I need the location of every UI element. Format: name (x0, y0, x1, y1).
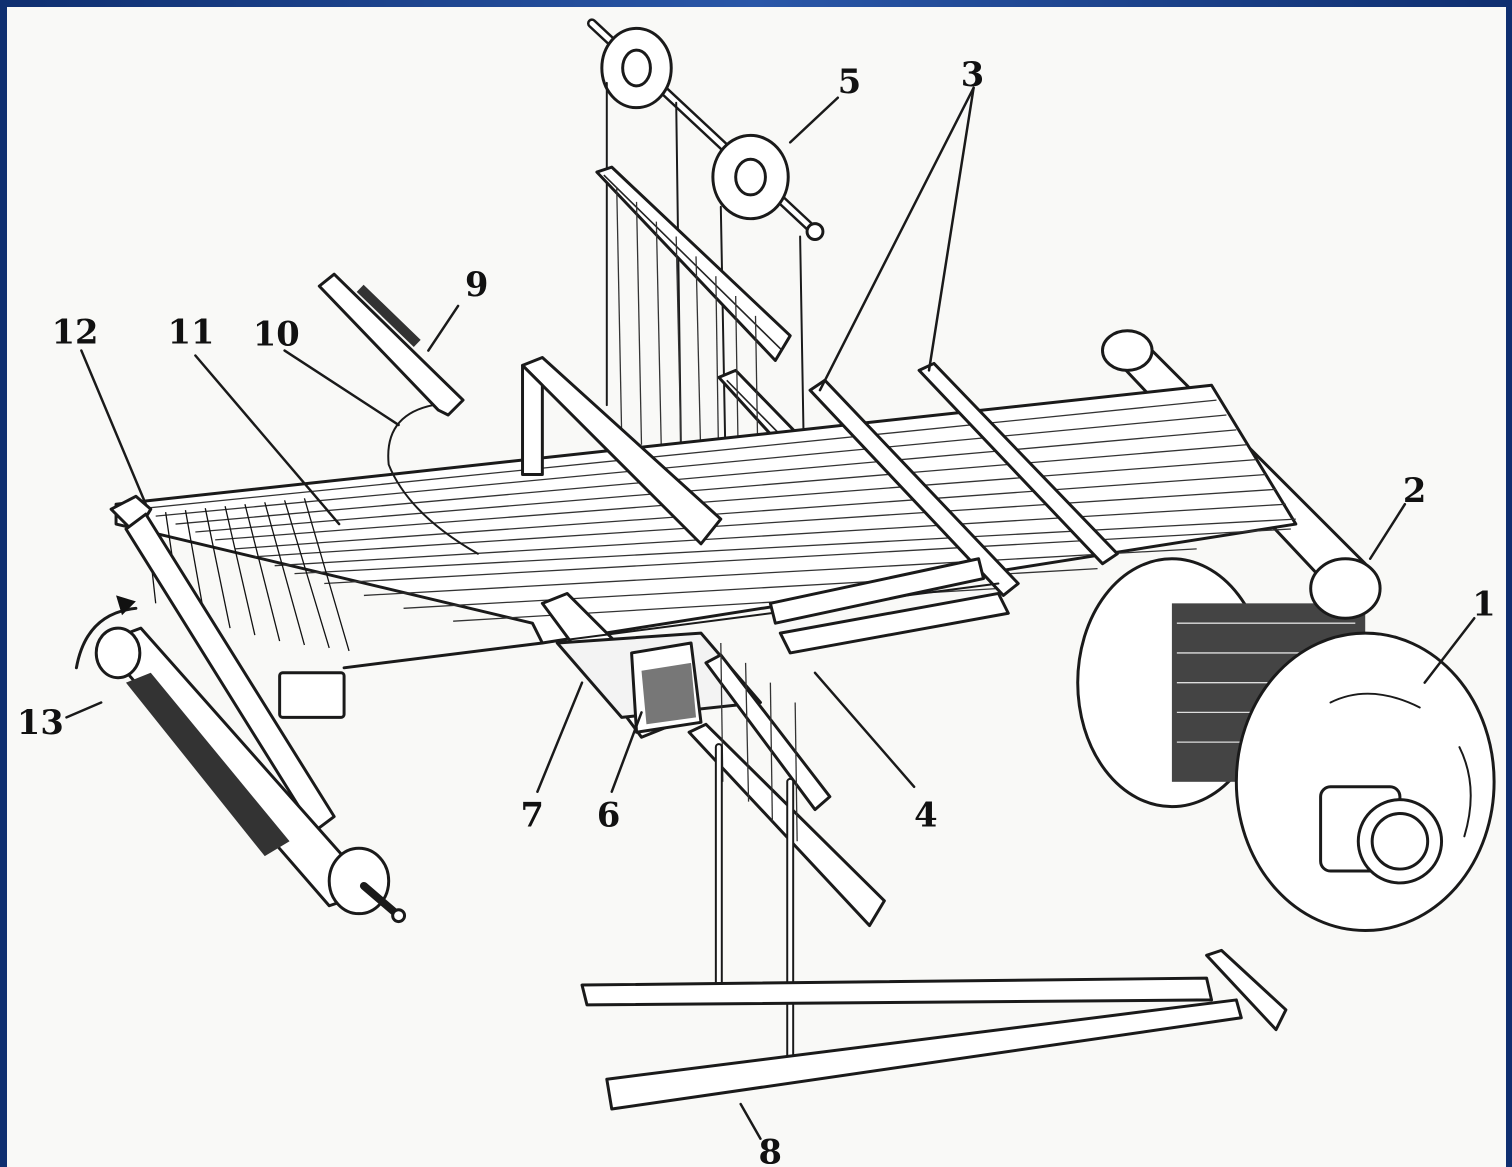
shuttle (317, 272, 479, 555)
label-5: 5 (838, 61, 861, 101)
breast-beam (109, 494, 1010, 833)
label-11: 11 (168, 312, 215, 352)
diagram-labels: 1 2 3 4 5 6 7 8 9 10 11 12 13 (17, 54, 1496, 1167)
label-13: 13 (17, 702, 64, 742)
shuttle-race (630, 641, 703, 734)
label-12: 12 (52, 312, 99, 352)
warp-beam (1076, 557, 1496, 933)
label-8: 8 (758, 1132, 781, 1167)
cloth-beam (74, 595, 407, 924)
label-7: 7 (521, 794, 544, 834)
lease-rods (808, 361, 1119, 597)
label-1: 1 (1472, 583, 1495, 623)
leader-lines (65, 86, 1476, 1140)
heddle-pulley-assembly (586, 18, 825, 526)
label-3: 3 (961, 54, 984, 94)
label-10: 10 (253, 314, 300, 354)
loom-diagram: 1 2 3 4 5 6 7 8 9 10 11 12 13 (17, 18, 1496, 1167)
label-4: 4 (914, 794, 937, 834)
label-2: 2 (1403, 470, 1426, 510)
label-9: 9 (465, 264, 488, 304)
treadles (580, 743, 1288, 1111)
label-6: 6 (597, 794, 620, 834)
diagram-canvas: 1 2 3 4 5 6 7 8 9 10 11 12 13 (7, 7, 1506, 1167)
